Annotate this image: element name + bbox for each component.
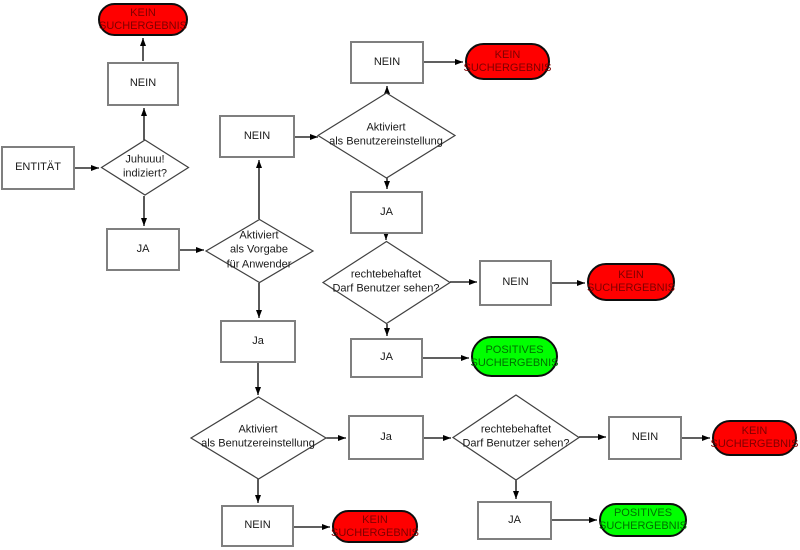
decision-indexed-shape [100, 139, 190, 196]
decision-user-setting-bottom-shape [189, 396, 328, 480]
node-nein-indexed: NEIN [107, 62, 179, 106]
node-nein-rights-bottom: NEIN [608, 416, 682, 460]
node-ja-user-setting-bottom: Ja [348, 415, 424, 460]
decision-default-shape [204, 218, 315, 284]
node-nein-rights-top: NEIN [479, 260, 552, 306]
decision-rights-top-shape [321, 240, 452, 325]
end-no-result-3: KEIN SUCHERGEBNIS [587, 263, 675, 301]
end-no-result-1: KEIN SUCHERGEBNIS [98, 3, 188, 36]
node-nein-user-setting-top: NEIN [350, 41, 424, 84]
node-ja-rights-bottom: JA [477, 501, 552, 540]
decision-shapes [100, 92, 581, 481]
end-no-result-2: KEIN SUCHERGEBNIS [463, 43, 552, 80]
end-positive-2: POSITIVES SUCHERGEBNIS [599, 503, 687, 537]
node-ja-default: Ja [220, 320, 296, 363]
node-ja-rights-top: JA [350, 338, 423, 378]
connectors [75, 38, 710, 530]
decision-rights-bottom-shape [451, 394, 581, 481]
node-nein-default: NEIN [219, 115, 295, 158]
node-nein-user-setting-bottom: NEIN [221, 505, 294, 547]
node-entity: ENTITÄT [1, 146, 75, 190]
node-ja-indexed: JA [106, 228, 180, 271]
end-positive-1: POSITIVES SUCHERGEBNIS [470, 336, 559, 377]
end-no-result-5: KEIN SUCHERGEBNIS [331, 510, 419, 543]
node-ja-user-setting-top: JA [350, 191, 423, 234]
end-no-result-4: KEIN SUCHERGEBNIS [710, 420, 799, 456]
decision-user-setting-top-shape [316, 92, 457, 179]
